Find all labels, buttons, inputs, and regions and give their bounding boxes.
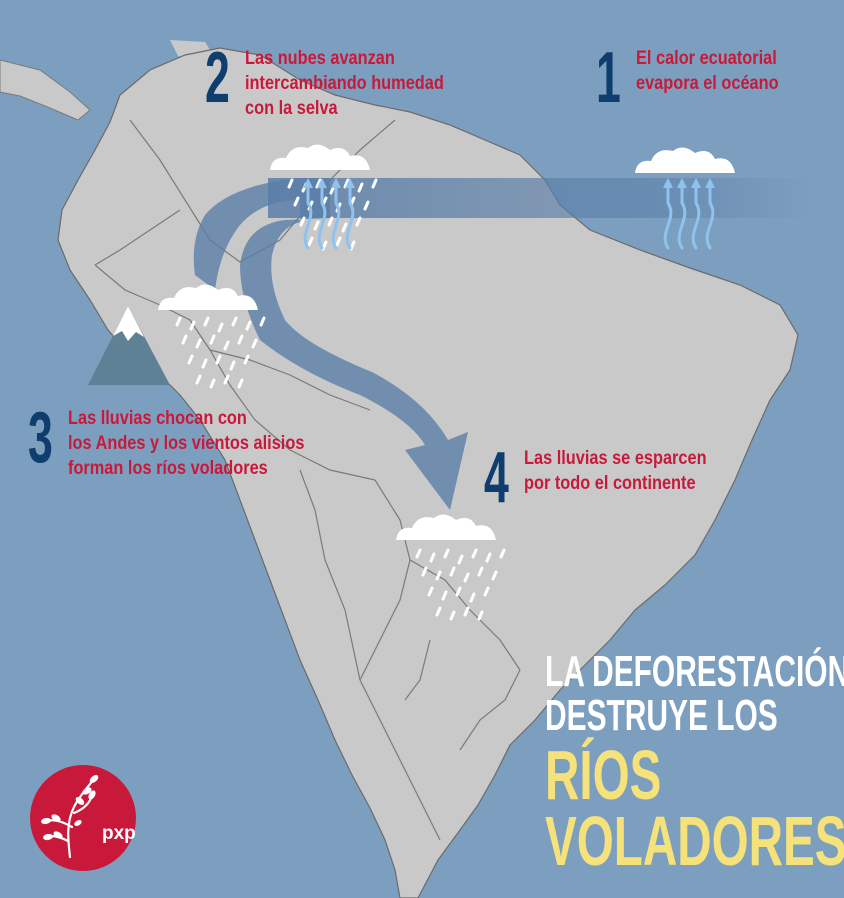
ocean-moisture-band [268, 178, 818, 218]
headline-line-2: DESTRUYE LOS [545, 691, 778, 740]
logo-text: pxp [102, 823, 136, 844]
step-2: 2 Las nubes avanzan intercambiando humed… [205, 38, 476, 121]
headline: LA DEFORESTACIÓN DESTRUYE LOS RÍOS VOLAD… [545, 647, 844, 880]
step-1-number: 1 [596, 38, 621, 118]
step-2-text: Las nubes avanzan intercambiando humedad… [245, 48, 444, 119]
plant-logo-icon [41, 775, 99, 859]
step-1: 1 El calor ecuatorial evapora el océano [596, 38, 802, 118]
step-3: 3 Las lluvias chocan con los Andes y los… [28, 398, 343, 481]
step-1-text: El calor ecuatorial evapora el océano [636, 48, 779, 94]
country-borders [94, 119, 521, 841]
mountain-icon [88, 306, 170, 385]
flying-river-arrow-upper [193, 178, 300, 290]
headline-line-3: RÍOS [545, 736, 662, 814]
step-3-number: 3 [28, 398, 53, 478]
flying-river-arrow [240, 178, 468, 510]
headline-line-1: LA DEFORESTACIÓN [545, 647, 844, 696]
step-2-number: 2 [205, 38, 230, 118]
step-4-text: Las lluvias se esparcen por todo el cont… [524, 448, 707, 494]
pxp-logo: pxp [30, 765, 136, 871]
central-america-land [0, 59, 91, 121]
step-3-text: Las lluvias chocan con los Andes y los v… [68, 408, 305, 479]
step-4: 4 Las lluvias se esparcen por todo el co… [484, 438, 736, 518]
headline-line-4: VOLADORES [545, 802, 844, 880]
step-4-number: 4 [484, 438, 509, 518]
